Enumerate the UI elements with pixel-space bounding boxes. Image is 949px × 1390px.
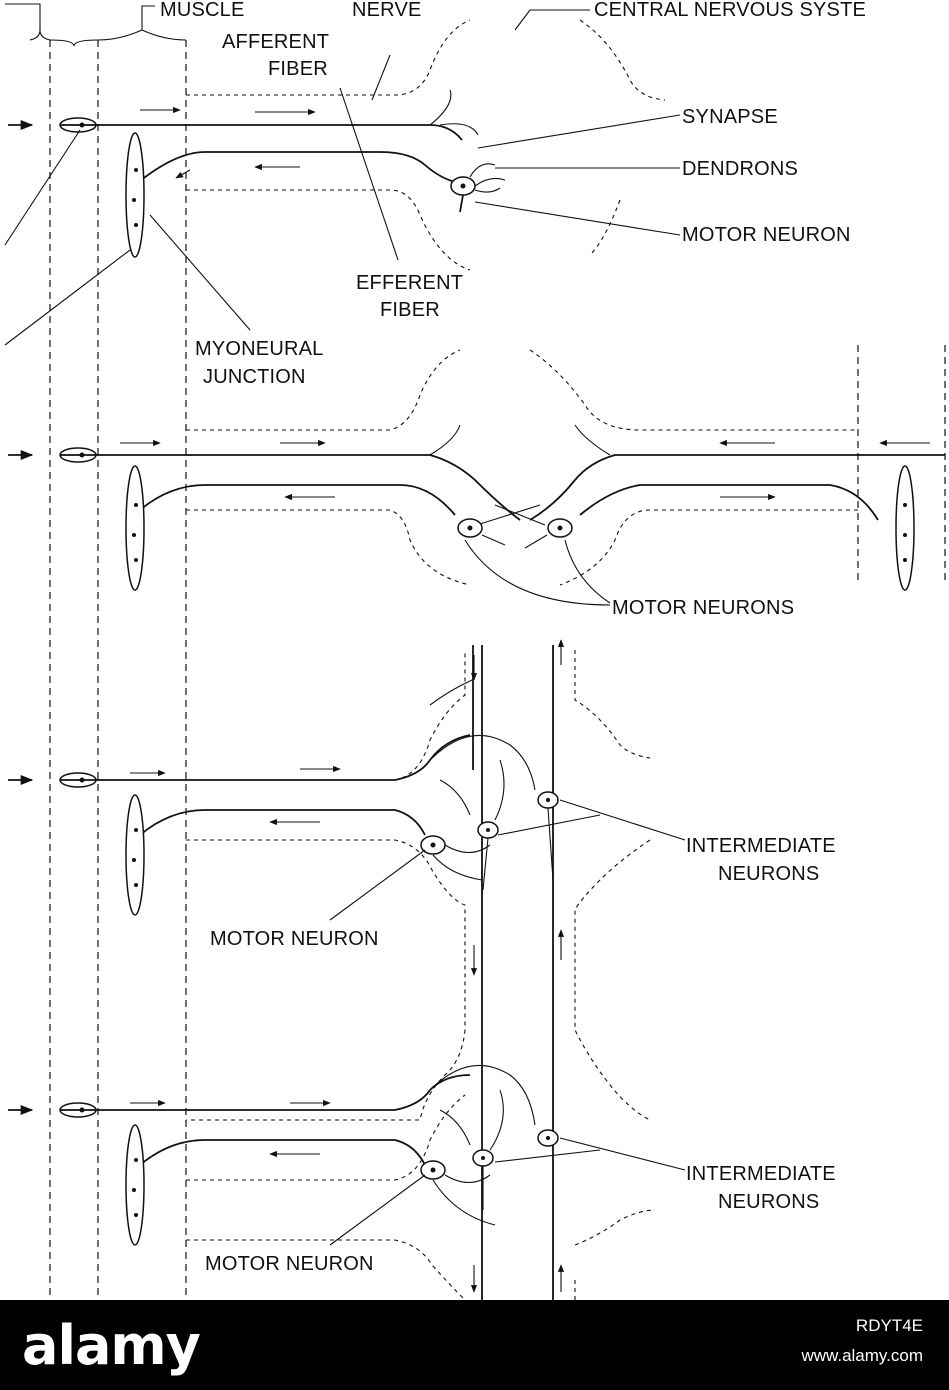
panel-1-simple-reflex — [8, 89, 506, 258]
label-intermediate-1b: NEURONS — [718, 863, 819, 885]
label-muscle: MUSCLE — [160, 0, 245, 21]
panel-3-intersegmental — [8, 639, 565, 1300]
tissue-boundaries — [49, 40, 946, 1300]
reflex-arc-diagram: MUSCLE NERVE CENTRAL NERVOUS SYSTE AFFER… — [4, 0, 946, 1300]
cns-outline — [186, 19, 858, 1300]
label-intermediate-1a: INTERMEDIATE — [686, 835, 836, 857]
label-intermediate-2b: NEURONS — [718, 1191, 819, 1213]
label-nerve: NERVE — [352, 0, 422, 21]
labels: MUSCLE NERVE CENTRAL NERVOUS SYSTE AFFER… — [160, 0, 866, 1275]
callouts-4 — [329, 1137, 686, 1246]
label-afferent-1: AFFERENT — [222, 31, 329, 53]
callouts-3 — [329, 799, 686, 921]
panel-2-crossed-reflex — [8, 424, 945, 606]
header-brackets — [5, 3, 590, 47]
panel-4-intersegmental — [8, 1064, 565, 1293]
label-cns: CENTRAL NERVOUS SYSTE — [594, 0, 866, 21]
label-myoneural-2: JUNCTION — [203, 366, 306, 388]
watermark-bar: alamy RDYT4E www.alamy.com — [0, 1300, 949, 1390]
alamy-logo: alamy — [22, 1314, 201, 1377]
label-synapse: SYNAPSE — [682, 106, 778, 128]
label-motor-neuron-3: MOTOR NEURON — [210, 928, 379, 950]
label-myoneural-1: MYONEURAL — [195, 338, 324, 360]
label-efferent-2: FIBER — [380, 299, 440, 321]
label-motor-neuron-4: MOTOR NEURON — [205, 1253, 374, 1275]
label-intermediate-2a: INTERMEDIATE — [686, 1163, 836, 1185]
label-efferent-1: EFFERENT — [356, 272, 463, 294]
image-id: RDYT4E — [855, 1316, 923, 1335]
callouts-1 — [4, 54, 681, 346]
label-motor-neurons: MOTOR NEURONS — [612, 597, 794, 619]
site-url: www.alamy.com — [801, 1346, 923, 1365]
label-motor-neuron-top: MOTOR NEURON — [682, 224, 851, 246]
label-dendrons: DENDRONS — [682, 158, 798, 180]
label-afferent-2: FIBER — [268, 58, 328, 80]
